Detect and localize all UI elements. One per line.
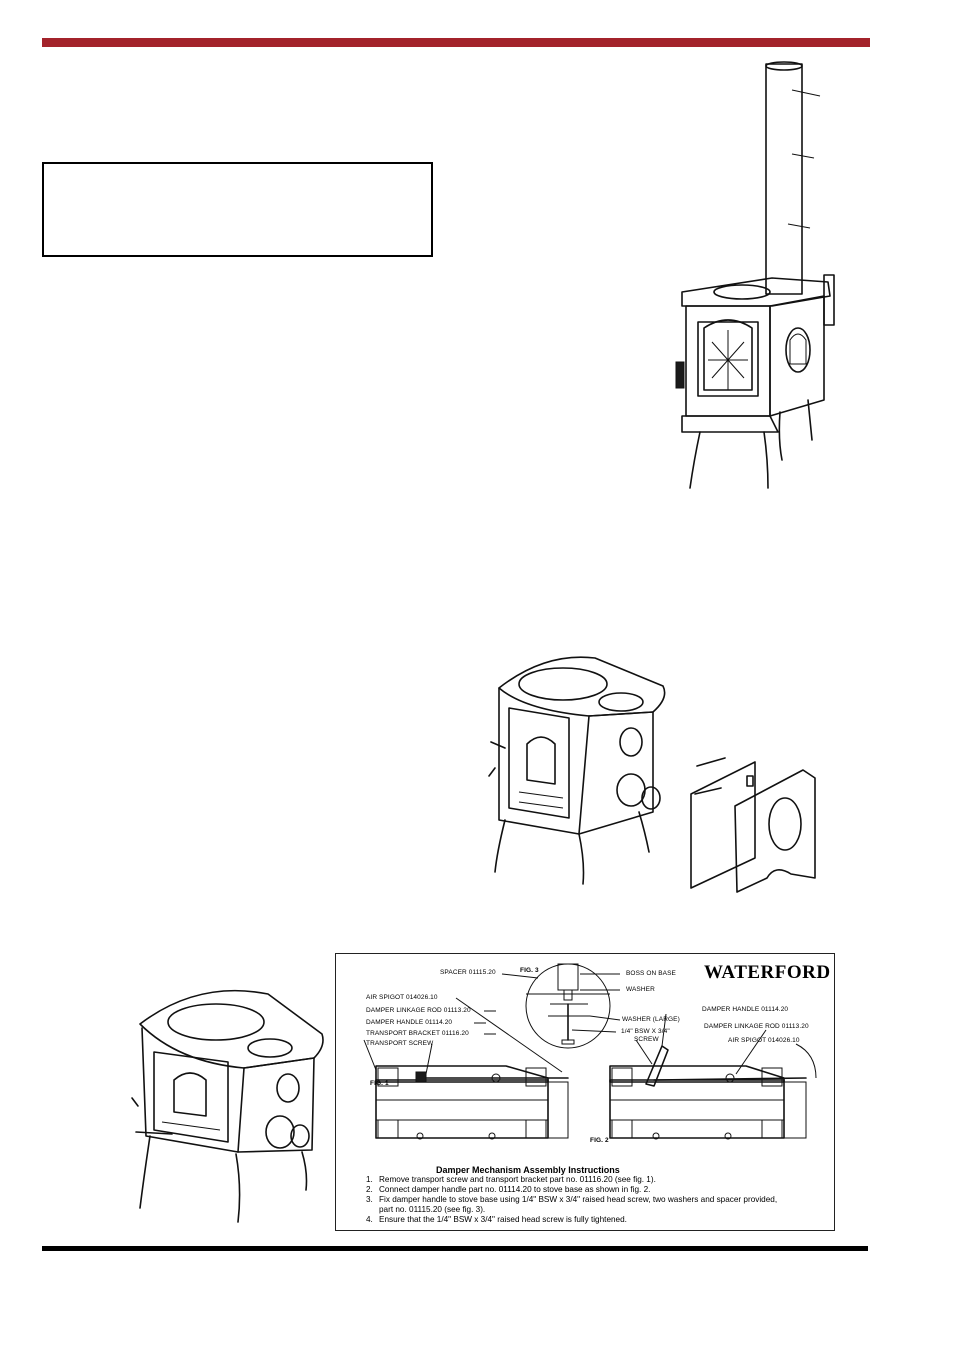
damper-instructions-panel: WATERFORD FIG. 3 SPACER 01115.20 AIR SPI… xyxy=(335,953,835,1231)
top-rule xyxy=(42,38,870,47)
callout-damper-handle-right: DAMPER HANDLE 01114.20 xyxy=(702,1006,789,1013)
callout-damper-handle: DAMPER HANDLE 01114.20 xyxy=(366,1019,453,1026)
callout-washer: WASHER xyxy=(626,986,655,993)
fig1-label: FIG. 1 xyxy=(370,1080,389,1087)
fig3-label: FIG. 3 xyxy=(520,967,539,974)
callout-air-spigot-right: AIR SPIGOT 014026.10 xyxy=(728,1037,800,1044)
callout-transport-screw: TRANSPORT SCREW xyxy=(366,1040,434,1047)
instruction-step-1: 1.Remove transport screw and transport b… xyxy=(366,1175,656,1184)
instruction-step-4: 4.Ensure that the 1/4" BSW x 3/4" raised… xyxy=(366,1215,627,1224)
damper-mechanism-diagram xyxy=(363,963,817,1140)
brand-logo: WATERFORD xyxy=(704,962,831,983)
stove-with-flue-illustration xyxy=(675,61,835,489)
callout-damper-linkage-rod-right: DAMPER LINKAGE ROD 01113.20 xyxy=(704,1023,809,1030)
empty-text-box xyxy=(42,162,433,257)
instruction-step-3-cont: part no. 01115.20 (see fig. 3). xyxy=(379,1205,486,1214)
instructions-title: Damper Mechanism Assembly Instructions xyxy=(436,1165,620,1175)
callout-air-spigot: AIR SPIGOT 014026.10 xyxy=(366,994,438,1001)
callout-transport-bracket: TRANSPORT BRACKET 01116.20 xyxy=(366,1030,469,1037)
callout-boss-on-base: BOSS ON BASE xyxy=(626,970,676,977)
stove-air-spigot-illustration xyxy=(131,989,324,1223)
fig2-label: FIG. 2 xyxy=(590,1137,609,1144)
callout-screw-size: 1/4" BSW X 3/4" xyxy=(621,1028,670,1035)
stove-heat-shield-illustration xyxy=(488,656,816,893)
instruction-step-2: 2.Connect damper handle part no. 01114.2… xyxy=(366,1185,651,1194)
callout-screw: SCREW xyxy=(634,1036,659,1043)
bottom-rule xyxy=(42,1246,868,1251)
instruction-step-3: 3.Fix damper handle to stove base using … xyxy=(366,1195,778,1204)
callout-spacer: SPACER 01115.20 xyxy=(440,969,496,976)
callout-damper-linkage-rod: DAMPER LINKAGE ROD 01113.20 xyxy=(366,1007,471,1014)
callout-washer-large: WASHER (LARGE) xyxy=(622,1016,680,1023)
